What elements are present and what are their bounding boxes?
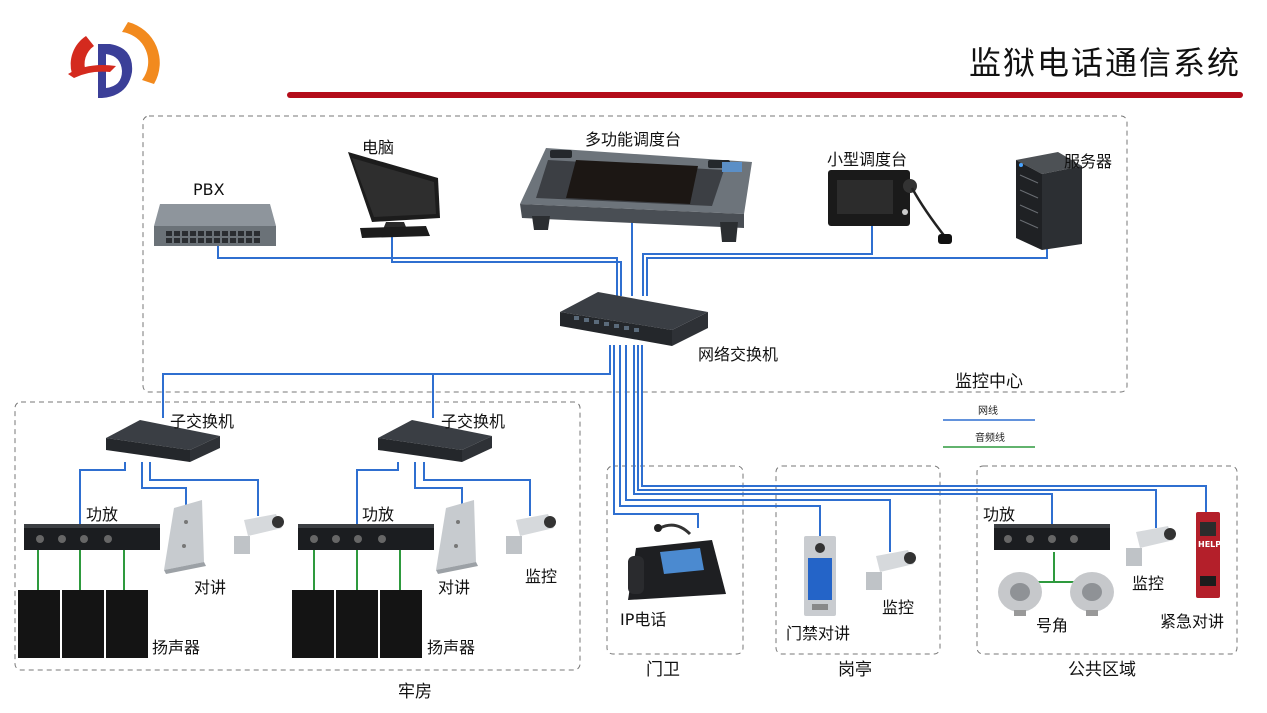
intercom-panel-1-device xyxy=(164,500,206,574)
legend-audio-label: 音频线 xyxy=(975,433,1005,444)
pbx-device xyxy=(154,204,276,246)
mini-console-label: 小型调度台 xyxy=(827,150,908,169)
control-center-area-label: 监控中心 xyxy=(955,372,1023,392)
ip-phone-label: IP电话 xyxy=(620,610,667,629)
intercom-panel-2-device xyxy=(436,500,478,574)
company-logo xyxy=(68,22,160,98)
dispatch-console-label: 多功能调度台 xyxy=(585,130,682,149)
camera-3-device xyxy=(866,550,916,590)
ip-phone-device xyxy=(628,523,726,600)
emergency-intercom-device xyxy=(1196,512,1220,598)
cell-area-label: 牢房 xyxy=(398,682,432,702)
speaker-1-label: 扬声器 xyxy=(152,638,201,657)
public-amplifier-label: 功放 xyxy=(983,505,1016,524)
pc-device xyxy=(348,152,440,238)
monitor-2-label: 监控 xyxy=(525,567,558,586)
sub-switch-2-device xyxy=(378,420,492,462)
server-device xyxy=(1016,152,1082,250)
public-area-label: 公共区域 xyxy=(1068,660,1136,680)
amplifier-2-label: 功放 xyxy=(362,505,395,524)
title-underline xyxy=(287,92,1243,98)
post-frame xyxy=(775,465,941,655)
sub-switch-1-label: 子交换机 xyxy=(170,412,235,431)
guard-area-label: 门卫 xyxy=(646,660,680,680)
speakers-1-device xyxy=(18,590,148,658)
camera-4-device xyxy=(1126,526,1176,566)
camera-2-device xyxy=(506,514,556,554)
emergency-help-text: HELP xyxy=(1198,540,1222,549)
pc-label: 电脑 xyxy=(362,138,395,157)
amplifier-1-device xyxy=(24,524,160,550)
dispatch-console-device xyxy=(520,148,752,242)
amplifier-2-device xyxy=(298,524,434,550)
amplifier-3-device xyxy=(994,524,1110,550)
horn-speakers-device xyxy=(998,572,1114,616)
network-switch-label: 网络交换机 xyxy=(698,345,779,364)
public-frame xyxy=(976,465,1238,655)
public-monitor-label: 监控 xyxy=(1132,574,1165,593)
emergency-intercom-label: 紧急对讲 xyxy=(1160,612,1225,631)
network-switch-device xyxy=(560,292,708,346)
camera-1-device xyxy=(234,514,284,554)
door-intercom-label: 门禁对讲 xyxy=(786,624,851,643)
intercom-2-label: 对讲 xyxy=(438,578,471,597)
sub-switch-1-device xyxy=(106,420,220,462)
pbx-label: PBX xyxy=(193,180,225,199)
door-intercom-device xyxy=(804,536,836,616)
intercom-1-label: 对讲 xyxy=(194,578,227,597)
horn-label: 号角 xyxy=(1036,616,1069,635)
network-lines xyxy=(79,222,1207,552)
guard-frame xyxy=(606,465,744,655)
post-area-label: 岗亭 xyxy=(838,660,872,680)
sub-switch-2-label: 子交换机 xyxy=(441,412,506,431)
post-monitor-label: 监控 xyxy=(882,598,915,617)
page-title: 监狱电话通信系统 xyxy=(968,44,1241,82)
legend-network-label: 网线 xyxy=(978,406,998,417)
amplifier-1-label: 功放 xyxy=(86,505,119,524)
speakers-2-device xyxy=(292,590,422,658)
mini-console-device xyxy=(828,170,952,244)
legend xyxy=(943,419,1035,448)
server-label: 服务器 xyxy=(1064,152,1113,171)
speaker-2-label: 扬声器 xyxy=(427,638,476,657)
